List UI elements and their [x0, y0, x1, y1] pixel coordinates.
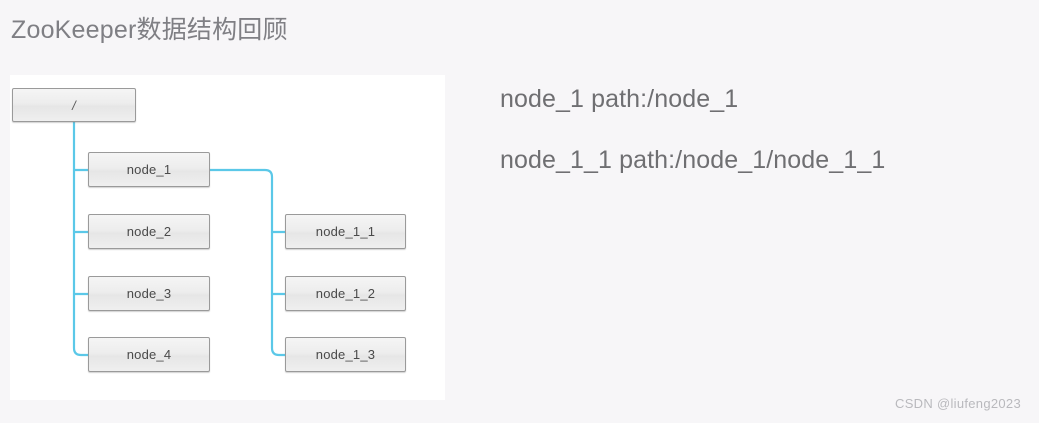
path-note-node_1_1: node_1_1 path:/node_1/node_1_1: [500, 146, 886, 174]
tree-node-node_2[interactable]: node_2: [88, 214, 210, 249]
path-note-node_1: node_1 path:/node_1: [500, 85, 739, 113]
zookeeper-tree-diagram: / node_1 node_2 node_3 node_4 node_1_1 n…: [10, 75, 445, 400]
tree-node-node_1[interactable]: node_1: [88, 152, 210, 187]
page-title: ZooKeeper数据结构回顾: [11, 16, 288, 44]
tree-node-node_1_3[interactable]: node_1_3: [285, 337, 406, 372]
watermark: CSDN @liufeng2023: [895, 396, 1021, 411]
tree-node-root[interactable]: /: [12, 88, 136, 122]
tree-node-node_3[interactable]: node_3: [88, 276, 210, 311]
tree-node-node_4[interactable]: node_4: [88, 337, 210, 372]
tree-node-node_1_1[interactable]: node_1_1: [285, 214, 406, 249]
tree-node-node_1_2[interactable]: node_1_2: [285, 276, 406, 311]
